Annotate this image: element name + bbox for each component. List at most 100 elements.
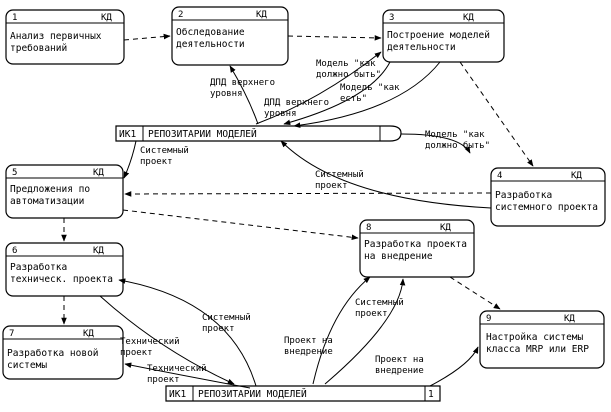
flow-label-9-line2: проект xyxy=(355,309,388,319)
process-2-title-line1: Обследование xyxy=(176,27,245,38)
process-7-title-line1: Разработка новой xyxy=(7,348,99,359)
flow-label-4-line2: есть" xyxy=(340,94,367,104)
flow-label-11-line2: проект xyxy=(147,375,180,385)
flow-label-2-line2: уровня xyxy=(264,109,297,119)
process-4-title-line2: системного проекта xyxy=(495,202,598,213)
process-4-title-line1: Разработка xyxy=(495,190,552,201)
process-1-code: КД xyxy=(101,13,112,23)
process-3-title-line1: Построение моделей xyxy=(387,30,490,41)
flow-label-8-line1: Системный xyxy=(202,313,251,323)
flow-label-3: Модель "как должно быть" xyxy=(316,59,381,80)
process-4[interactable]: 4 КД Разработка системного проекта xyxy=(490,167,606,227)
flow-label-13-line1: Проект на xyxy=(375,355,424,365)
process-7-title-line2: системы xyxy=(7,360,47,371)
dashed-arrow-5-to-8 xyxy=(122,209,359,241)
process-1-title-line1: Анализ первичных xyxy=(10,31,102,42)
flow-label-10-line1: Технический xyxy=(120,337,180,347)
flow-label-1-line2: уровня xyxy=(210,89,243,99)
data-store-bottom-name: РЕПОЗИТАРИИ МОДЕЛЕЙ xyxy=(198,388,307,400)
process-5-code: КД xyxy=(93,168,104,178)
process-8-number: 8 xyxy=(366,223,371,233)
flow-label-10-line2: проект xyxy=(120,348,153,358)
flow-3-to-store-b xyxy=(293,61,441,128)
process-8-title-line1: Разработка проекта xyxy=(364,239,467,250)
dashed-arrow-8-to-9 xyxy=(449,276,501,310)
flow-label-7-line1: Системный xyxy=(315,170,364,180)
data-store-bottom-code: ИК1 xyxy=(169,389,186,400)
process-1[interactable]: 1 КД Анализ первичных требований xyxy=(5,9,125,65)
flow-label-12-line1: Проект на xyxy=(284,336,333,346)
dashed-arrow-1-to-2 xyxy=(123,33,171,41)
process-9-number: 9 xyxy=(486,314,491,324)
flow-store-to-3 xyxy=(255,51,382,125)
flow-label-6: Системный проект xyxy=(140,146,189,167)
process-9[interactable]: 9 КД Настройка системы класса MRP или ER… xyxy=(479,310,605,369)
process-3[interactable]: 3 КД Построение моделей деятельности xyxy=(382,9,505,63)
flow-label-7-line2: проект xyxy=(315,181,348,191)
flow-label-13-line2: внедрение xyxy=(375,366,424,376)
process-9-title-line1: Настройка системы xyxy=(486,332,584,343)
process-2-title-line2: деятельности xyxy=(176,39,245,50)
process-2[interactable]: 2 КД Обследование деятельности xyxy=(171,6,289,66)
process-5[interactable]: 5 КД Предложения по автоматизации xyxy=(5,164,124,219)
flow-label-5-line2: должно быть" xyxy=(425,140,490,151)
flow-label-3-line1: Модель "как xyxy=(316,59,376,69)
flow-label-6-line1: Системный xyxy=(140,146,189,156)
data-store-top-name: РЕПОЗИТАРИИ МОДЕЛЕЙ xyxy=(148,128,257,140)
process-6-title-line2: техническ. проекта xyxy=(10,274,113,285)
flow-label-1-line1: ДПД верхнего xyxy=(210,78,275,88)
dashed-arrow-4-to-5 xyxy=(124,191,492,197)
flow-store-to-7 xyxy=(124,362,251,389)
process-7[interactable]: 7 КД Разработка новой системы xyxy=(2,325,124,380)
flow-4-to-store xyxy=(280,140,492,209)
flow-store-to-2 xyxy=(229,65,259,125)
process-1-number: 1 xyxy=(12,13,17,23)
process-7-number: 7 xyxy=(9,329,14,339)
process-8-title-line2: на внедрение xyxy=(364,251,433,262)
flow-label-2: ДПД верхнего уровня xyxy=(264,98,329,119)
process-8[interactable]: 8 КД Разработка проекта на внедрение xyxy=(359,219,475,278)
process-2-code: КД xyxy=(256,10,267,20)
process-9-code: КД xyxy=(564,314,575,324)
flow-label-5-line1: Модель "как xyxy=(425,130,485,140)
process-3-title-line2: деятельности xyxy=(387,42,456,53)
flow-label-9-line1: Системный xyxy=(355,298,404,308)
process-4-number: 4 xyxy=(497,171,502,181)
process-5-number: 5 xyxy=(12,168,17,178)
process-6-number: 6 xyxy=(12,246,17,256)
flow-label-8-line2: проект xyxy=(202,324,235,334)
flow-label-2-line1: ДПД верхнего xyxy=(264,98,329,108)
data-store-bottom-number: 1 xyxy=(428,389,434,400)
flow-label-7: Системный проект xyxy=(315,170,364,191)
flow-label-13: Проект на внедрение xyxy=(375,355,424,376)
process-4-code: КД xyxy=(571,171,582,181)
process-3-code: КД xyxy=(463,13,474,23)
flow-label-5: Модель "как должно быть" xyxy=(425,130,490,151)
flow-label-10: Технический проект xyxy=(120,337,180,358)
flow-3-to-store-a xyxy=(283,61,391,126)
data-store-top[interactable]: ИК1 РЕПОЗИТАРИИ МОДЕЛЕЙ xyxy=(115,125,402,142)
flow-store-to-9 xyxy=(429,346,479,387)
process-5-title-line2: автоматизации xyxy=(10,196,84,207)
data-store-top-code: ИК1 xyxy=(119,129,136,140)
flow-store-to-4 xyxy=(400,133,471,154)
flow-label-4: Модель "как есть" xyxy=(340,83,400,104)
process-6[interactable]: 6 КД Разработка техническ. проекта xyxy=(5,242,124,297)
flow-store-to-5 xyxy=(123,140,137,179)
process-6-code: КД xyxy=(93,246,104,256)
process-3-number: 3 xyxy=(389,13,394,23)
process-8-code: КД xyxy=(440,223,451,233)
process-9-title-line2: класса MRP или ERP xyxy=(486,344,589,355)
flow-label-11-line1: Технический xyxy=(147,364,207,374)
flow-label-12-line2: внедрение xyxy=(284,347,333,357)
flow-label-6-line2: проект xyxy=(140,157,173,167)
process-6-title-line1: Разработка xyxy=(10,262,67,273)
process-7-code: КД xyxy=(83,329,94,339)
dashed-arrow-3-to-4 xyxy=(459,61,534,167)
flow-6-to-store xyxy=(99,295,235,385)
dashed-arrow-2-to-3 xyxy=(287,35,382,41)
flow-label-12: Проект на внедрение xyxy=(284,336,333,357)
data-store-bottom[interactable]: ИК1 РЕПОЗИТАРИИ МОДЕЛЕЙ 1 xyxy=(165,385,441,402)
flow-store-to-8 xyxy=(324,278,406,385)
